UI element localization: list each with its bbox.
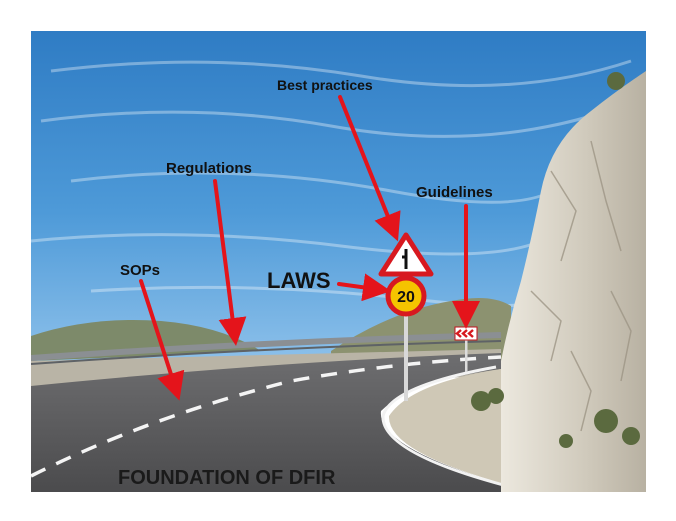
left-hill (31, 320, 261, 361)
speed-limit-sign: 20 (385, 275, 427, 317)
guardrail (31, 332, 502, 365)
caption: FOUNDATION OF DFIR (118, 467, 336, 489)
label-guidelines: Guidelines (416, 184, 493, 201)
label-laws: LAWS (267, 268, 331, 293)
arrow-sops (139, 279, 185, 401)
arrow-regulations (213, 179, 247, 346)
road-edge-line (381, 365, 532, 492)
label-best-practices: Best practices (277, 77, 373, 93)
shrubs (471, 72, 640, 448)
road-scene-photo: 20 (31, 31, 646, 492)
speed-limit-value: 20 (397, 289, 415, 306)
rock-texture (530, 140, 632, 432)
label-sops: SOPs (120, 262, 161, 279)
label-regulations: Regulations (166, 160, 252, 177)
rock-cliff (501, 71, 646, 492)
arrow-best-practices (338, 95, 401, 242)
arrow-laws (337, 273, 391, 302)
annotation-arrows (139, 95, 480, 401)
warning-triangle-sign (378, 232, 434, 277)
sign-post (404, 303, 408, 401)
